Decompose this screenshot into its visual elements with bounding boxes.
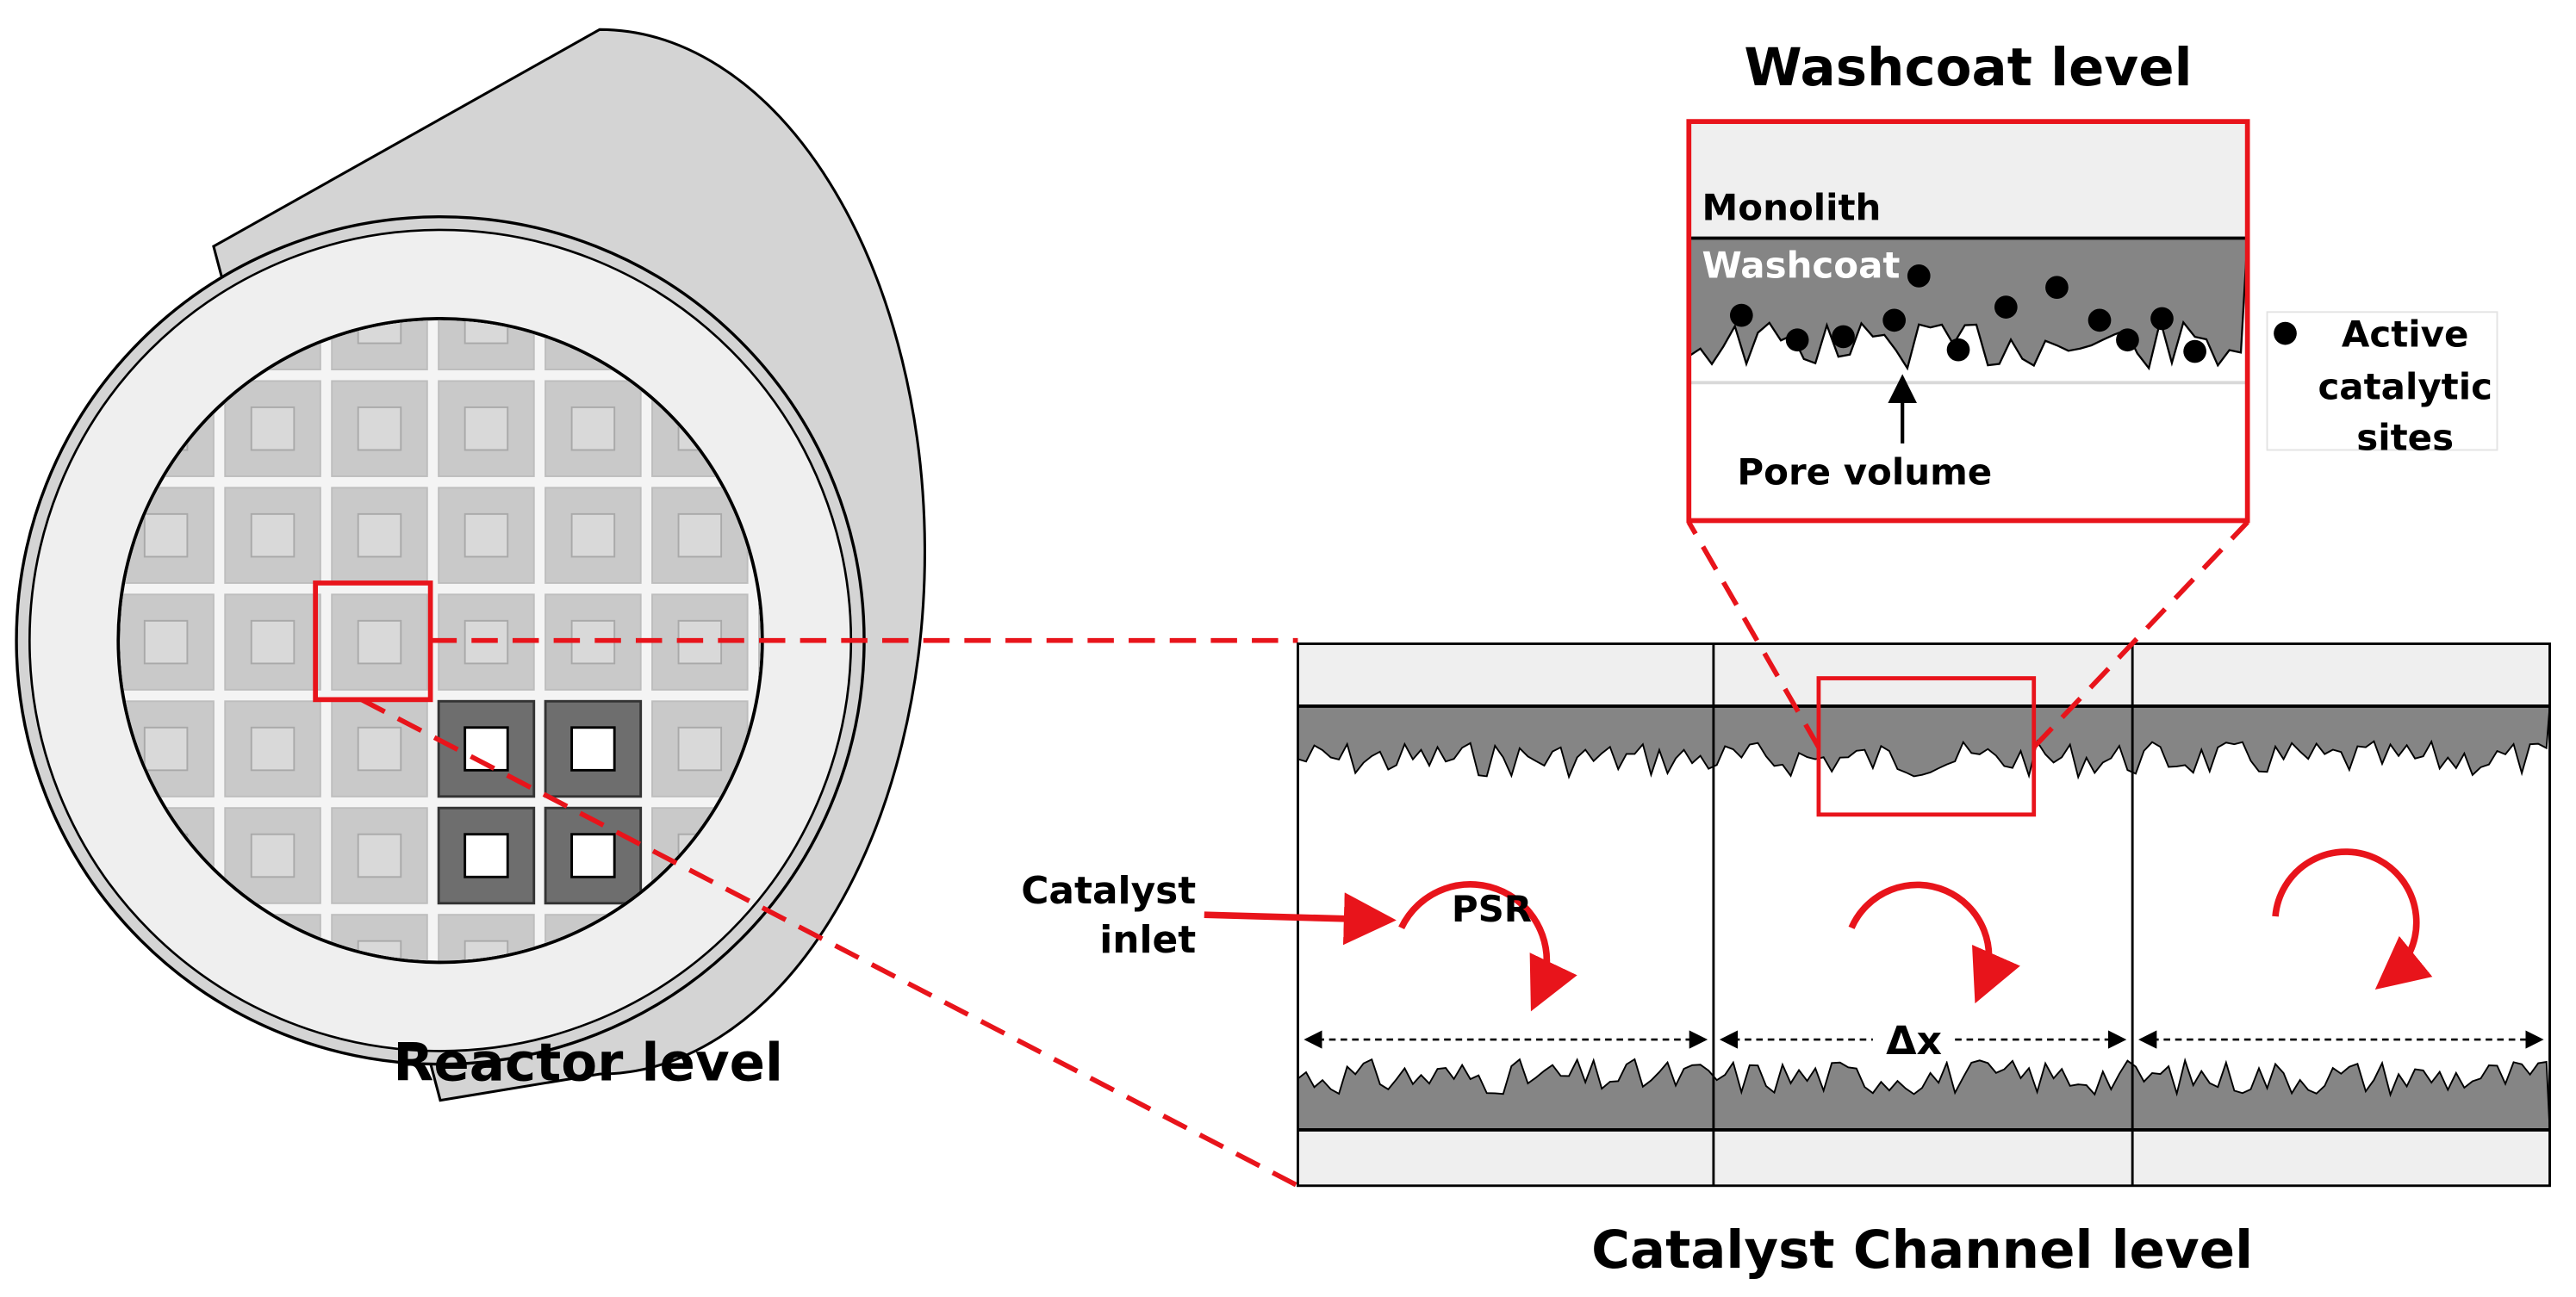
monolith-cell-opening — [677, 726, 723, 772]
monolith-cell-opening — [570, 512, 616, 558]
monolith-cell-opening — [570, 406, 616, 451]
pore-volume-label: Pore volume — [1737, 451, 1992, 493]
reactor — [15, 28, 927, 1102]
monolith-cell-opening — [570, 833, 616, 878]
monolith-label: Monolith — [1702, 187, 1882, 229]
active-site-dot — [1832, 325, 1855, 349]
monolith-cell-opening — [570, 726, 616, 772]
monolith-cell-opening — [250, 406, 296, 451]
active-site-dot — [2045, 276, 2069, 300]
monolith-cell-opening — [464, 833, 509, 878]
legend-line1: Active — [2342, 313, 2469, 355]
monolith-cell — [331, 487, 428, 584]
monolith-cell-opening — [357, 833, 402, 878]
monolith-cell-opening — [677, 512, 723, 558]
active-site-dot — [2088, 308, 2112, 332]
psr-swirl-arrow-2 — [1848, 881, 2020, 1004]
zoom-line-washcoat-left — [1686, 520, 1821, 749]
reactor-level-title: Reactor level — [393, 1033, 782, 1094]
monolith-cell-opening — [250, 619, 296, 665]
catalyst-inlet-label-line1: Catalyst — [1021, 869, 1196, 913]
washcoat-label: Washcoat — [1702, 244, 1901, 286]
monolith-cell-opening — [357, 512, 402, 558]
zoom-line-lower — [360, 697, 1299, 1188]
monolith-cell-opening — [464, 512, 509, 558]
channel-monolith-top — [1297, 643, 2550, 706]
monolith-cell-opening — [357, 406, 402, 451]
monolith-cell-opening — [357, 619, 402, 665]
active-site-dot — [1907, 264, 1931, 288]
monolith-cell-opening — [357, 726, 402, 772]
washcoat-monolith-layer — [1689, 121, 2248, 239]
channel-washcoat-bottom — [1297, 1057, 2551, 1131]
monolith-cell-opening — [250, 726, 296, 772]
dx-label: Δx — [1886, 1018, 1942, 1064]
active-site-dot — [1994, 295, 2018, 319]
monolith-cell — [331, 593, 428, 691]
washcoat-layer — [1688, 237, 2249, 371]
active-site-dot — [2183, 339, 2206, 363]
channel-washcoat-top — [1297, 705, 2551, 780]
washcoat-level-title: Washcoat level — [1744, 37, 2192, 98]
monolith-cell-opening — [250, 833, 296, 878]
active-site-dot — [1785, 328, 1809, 352]
active-site-dot — [2116, 328, 2139, 352]
monolith-cell-opening — [464, 406, 509, 451]
monolith-cell-opening — [143, 726, 189, 772]
monolith-cell-opening — [250, 512, 296, 558]
legend-line2: catalytic — [2318, 365, 2492, 407]
active-site-dot — [2150, 307, 2174, 331]
psr-label: PSR — [1452, 888, 1532, 930]
active-site-dot — [1729, 303, 1753, 327]
catalyst-channel-level-title: Catalyst Channel level — [1591, 1219, 2253, 1281]
active-sites-legend: Active catalytic sites — [2266, 311, 2498, 458]
zoom-line-washcoat-right — [2032, 520, 2249, 749]
catalyst-inlet-arrow — [1204, 892, 1397, 946]
active-site-dot — [1946, 338, 1970, 362]
washcoat-detail — [1686, 119, 2250, 524]
psr-swirl-arrow-1 — [1398, 881, 1577, 1012]
catalyst-inlet-label-line2: inlet — [1099, 918, 1196, 962]
legend-line3: sites — [2356, 416, 2454, 458]
active-sites — [1729, 264, 2206, 363]
monolith-cell-opening — [143, 512, 189, 558]
psr-swirl-arrow-3 — [2272, 848, 2433, 990]
catalyst-channel — [1297, 642, 2551, 1188]
active-site-legend-marker — [2274, 321, 2297, 345]
monolith-cell-opening — [143, 619, 189, 665]
active-site-dot — [1882, 308, 1907, 332]
channel-monolith-bottom — [1297, 1129, 2550, 1186]
